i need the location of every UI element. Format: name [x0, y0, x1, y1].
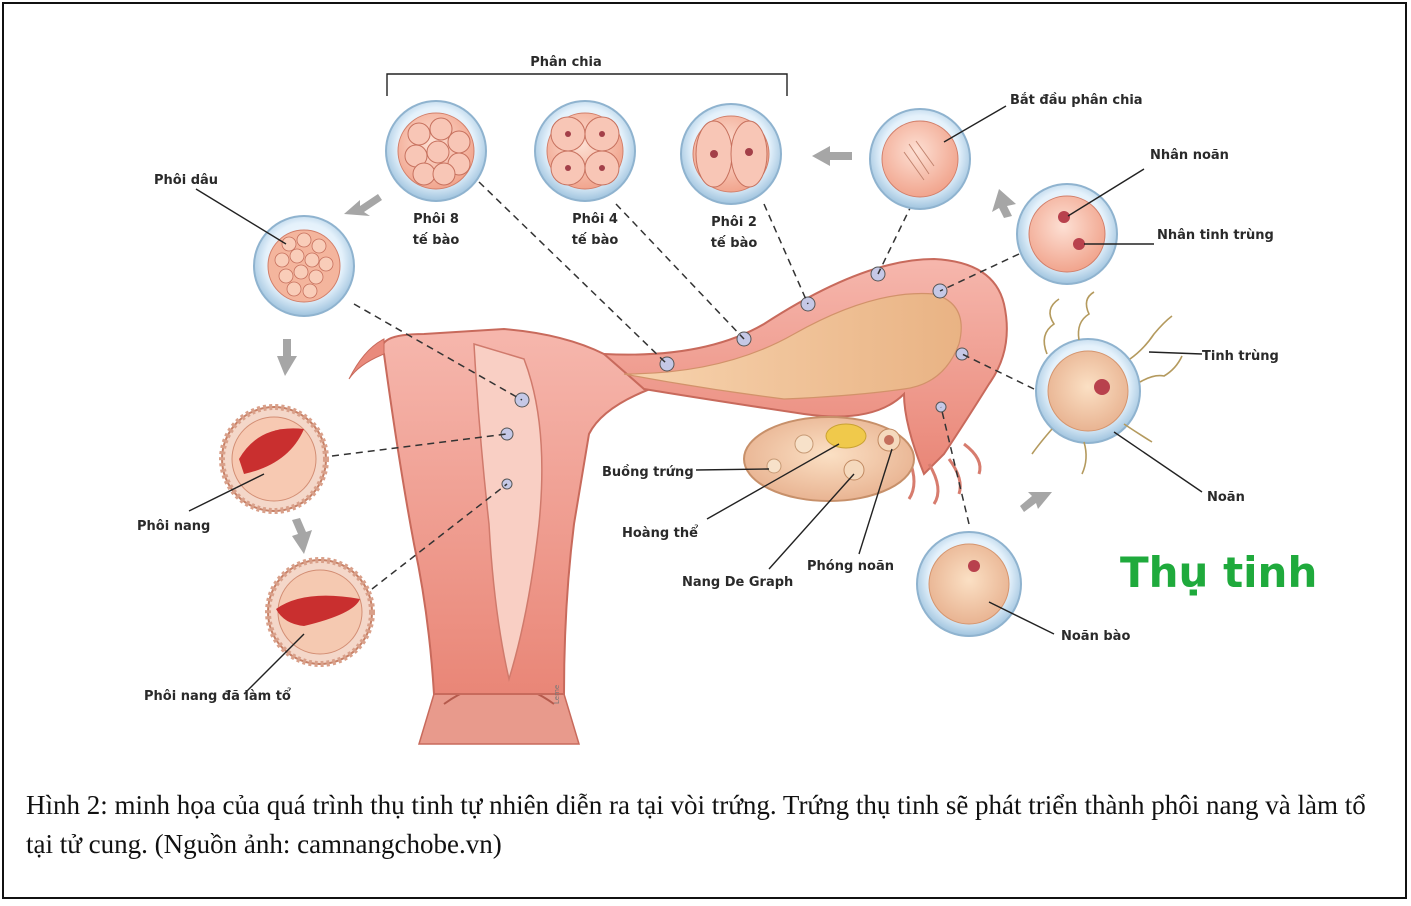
label-nang-de-graph: Nang De Graph [682, 575, 793, 590]
oocyte: Noãn bào [917, 532, 1130, 644]
label-buong-trung: Buồng trứng [602, 465, 694, 480]
label-phoi-dau: Phôi dâu [154, 173, 218, 188]
blastocyst: Phôi nang [137, 407, 326, 534]
label-phong-noan: Phóng noãn [807, 559, 894, 574]
label-phoi-nang-da-lam-to: Phôi nang đã làm tổ [144, 688, 291, 704]
division-bracket: Phân chia [387, 55, 787, 96]
label-phoi-nang: Phôi nang [137, 519, 210, 534]
label-phoi-8-line1: Phôi 8 [413, 212, 459, 227]
cleavage-start-cell: Bắt đầu phân chia [870, 93, 1143, 209]
label-phan-chia: Phân chia [530, 55, 602, 70]
morula: Phôi dâu [154, 173, 354, 316]
pronuclei-cell: Nhân noãn Nhân tinh trùng [1017, 148, 1274, 284]
label-hoang-the: Hoàng thể [622, 525, 698, 541]
label-phoi-2-line1: Phôi 2 [711, 215, 757, 230]
label-phoi-4-line2: tế bào [572, 233, 619, 248]
label-tinh-trung: Tinh trùng [1202, 349, 1279, 364]
label-nhan-tinh-trung: Nhân tinh trùng [1157, 228, 1274, 243]
figure-title: Thụ tinh [1120, 548, 1317, 597]
label-noan-bao: Noãn bào [1061, 629, 1130, 644]
fertilized-ovum: Tinh trùng Noãn [1032, 292, 1279, 505]
figure-caption: Hình 2: minh họa của quá trình thụ tinh … [26, 786, 1386, 864]
fertilization-diagram: Leme Phân chia [4, 4, 1409, 901]
implanted-blastocyst: Phôi nang đã làm tổ [144, 560, 372, 704]
label-phoi-4-line1: Phôi 4 [572, 212, 618, 227]
label-noan: Noãn [1207, 490, 1245, 505]
label-nhan-noan: Nhân noãn [1150, 148, 1229, 163]
embryo-8-cell: Phôi 8 tế bào [386, 101, 486, 248]
uterus-anatomy: Leme [349, 259, 1007, 744]
svg-text:Leme: Leme [553, 685, 561, 704]
embryo-2-cell: Phôi 2 tế bào [681, 104, 781, 251]
label-phoi-8-line2: tế bào [413, 233, 460, 248]
label-phoi-2-line2: tế bào [711, 236, 758, 251]
label-bat-dau-phan-chia: Bắt đầu phân chia [1010, 93, 1143, 108]
embryo-4-cell: Phôi 4 tế bào [535, 101, 635, 248]
